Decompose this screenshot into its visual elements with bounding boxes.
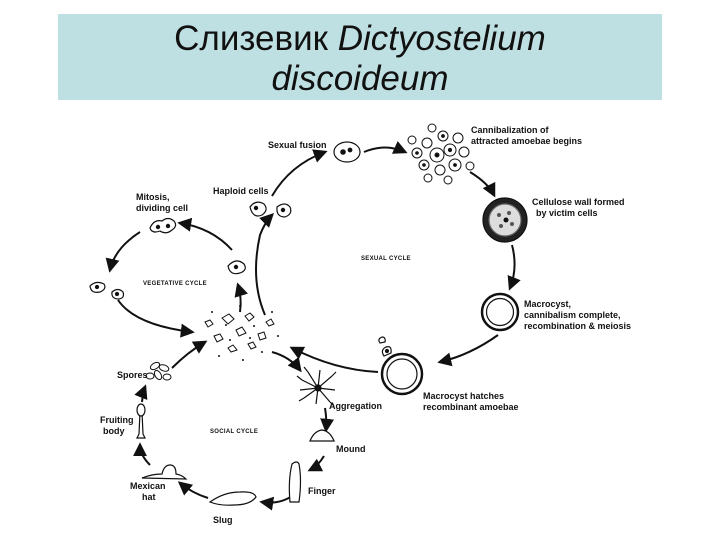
label-spores: Spores <box>117 370 148 380</box>
arrow-center-to-aggregation <box>271 351 302 373</box>
macrocyst-cell <box>480 292 520 332</box>
arrow-macrocyst-to-hatch <box>437 334 499 367</box>
vegetative-cells-left <box>89 281 125 300</box>
hatching-cell <box>378 336 424 396</box>
title-genus: Dictyostelium <box>337 19 546 58</box>
title-species: discoideum <box>271 59 449 98</box>
arrow-sexual-left-up <box>255 213 274 316</box>
label-mitosis-2: dividing cell <box>136 203 188 213</box>
arrow-haploid-to-fusion <box>271 149 328 197</box>
label-aggregation: Aggregation <box>329 401 382 411</box>
mitosis-cell <box>149 217 177 234</box>
label-cellulose-1: Cellulose wall formed <box>532 197 625 207</box>
label-vegetative-cycle: VEGETATIVE CYCLE <box>143 281 207 287</box>
label-social-cycle: SOCIAL CYCLE <box>210 429 258 435</box>
haploid-cells <box>249 201 292 218</box>
label-sexual-fusion: Sexual fusion <box>268 140 327 150</box>
arrow-left-to-center <box>117 299 195 338</box>
label-macrocyst-3: recombination & meiosis <box>524 321 631 331</box>
cannibal-cluster <box>407 123 475 185</box>
label-mound: Mound <box>336 444 366 454</box>
arrow-fusion-to-cannibal <box>363 141 408 154</box>
aggregation-star <box>296 366 337 407</box>
label-sexual-cycle: SEXUAL CYCLE <box>361 256 411 262</box>
label-cannibalization-2: attracted amoebae begins <box>471 136 582 146</box>
arrow-hatch-to-center <box>289 346 379 373</box>
mound-shape <box>309 429 335 442</box>
diagram-labels: Sexual fusion Cannibalization of attract… <box>100 125 631 525</box>
arrow-spores-to-center <box>171 340 208 369</box>
label-hatches-1: Macrocyst hatches <box>423 391 504 401</box>
label-hatches-2: recombinant amoebae <box>423 402 519 412</box>
label-mexican-1: Mexican <box>130 481 166 491</box>
label-mexican-2: hat <box>142 492 156 502</box>
finger-shape <box>288 461 302 503</box>
arrow-cellulose-to-macrocyst <box>507 244 521 291</box>
title-banner: Слизевик Dictyostelium discoideum <box>58 14 662 100</box>
title-plain: Слизевик <box>174 19 338 58</box>
fruiting-body-shape <box>136 403 146 439</box>
slug-shape <box>208 491 257 506</box>
arrow-slug-to-mexican <box>177 481 209 499</box>
arrow-mound-to-finger <box>307 455 325 472</box>
title-line-2: discoideum <box>58 59 662 99</box>
central-amoebae <box>204 312 275 353</box>
cell-illustrations <box>89 123 528 506</box>
arrow-fruiting-to-spores <box>134 384 148 403</box>
label-fruiting-1: Fruiting <box>100 415 134 425</box>
label-macrocyst-1: Macrocyst, <box>524 299 571 309</box>
cycle-arrows <box>105 141 521 511</box>
fusion-cell <box>333 141 361 163</box>
arrow-aggregation-to-mound <box>320 407 335 433</box>
label-slug: Slug <box>213 515 233 525</box>
cellulose-cell <box>482 197 528 243</box>
vegetative-cell-top <box>227 260 246 275</box>
label-fruiting-2: body <box>103 426 125 436</box>
label-cellulose-2: by victim cells <box>536 208 598 218</box>
arrow-veg-up <box>234 282 248 313</box>
label-haploid: Haploid cells <box>213 186 269 196</box>
label-mitosis-1: Mitosis, <box>136 192 170 202</box>
label-finger: Finger <box>308 486 336 496</box>
label-cannibalization-1: Cannibalization of <box>471 125 550 135</box>
title-line-1: Слизевик Dictyostelium <box>58 19 662 59</box>
label-macrocyst-2: cannibalism complete, <box>524 310 621 320</box>
central-dots <box>202 305 279 361</box>
mexican-hat-shape <box>141 464 188 480</box>
arrow-mitosis-to-left <box>105 231 141 273</box>
arrow-cannibal-to-cellulose <box>469 171 496 198</box>
spores-shape <box>145 361 172 381</box>
arrow-mexican-to-fruiting <box>133 442 151 466</box>
arrow-veg-to-mitosis <box>177 217 233 251</box>
